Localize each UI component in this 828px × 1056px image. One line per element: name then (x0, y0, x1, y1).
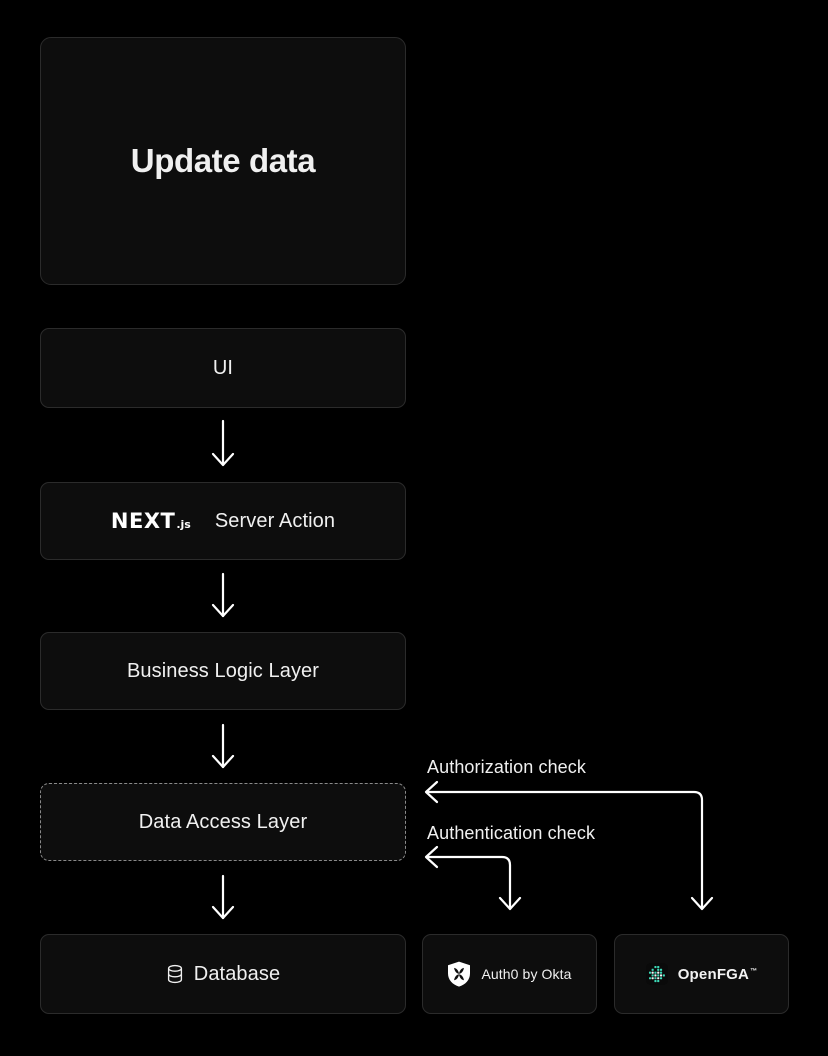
node-database: Database (40, 934, 406, 1014)
arrow-ui-to-server-action (211, 419, 235, 467)
openfga-label-wrap: OpenFGA™ (678, 966, 758, 983)
nextjs-logo: NEXT.js (110, 508, 191, 533)
node-data-access-layer: Data Access Layer (40, 783, 406, 861)
database-icon (166, 964, 184, 984)
node-openfga: OpenFGA™ (614, 934, 789, 1014)
nextjs-logo-word: NEXT (110, 508, 176, 533)
node-business-logic-layer: Business Logic Layer (40, 632, 406, 710)
auth0-shield-icon (447, 961, 471, 987)
data-access-layer-label: Data Access Layer (138, 810, 308, 833)
node-auth0: Auth0 by Okta (422, 934, 597, 1014)
arrow-data-access-to-database (211, 874, 235, 920)
business-logic-layer-label: Business Logic Layer (126, 659, 320, 682)
server-action-label: Server Action (214, 509, 336, 532)
node-server-action: NEXT.js Server Action (40, 482, 406, 560)
node-ui: UI (40, 328, 406, 408)
arrow-server-action-to-business-logic (211, 572, 235, 618)
ui-label: UI (212, 356, 234, 379)
openfga-label: OpenFGA (677, 965, 750, 983)
auth0-content: Auth0 by Okta (447, 961, 571, 987)
database-label: Database (193, 962, 281, 985)
server-action-content: NEXT.js Server Action (111, 510, 335, 533)
auth0-label: Auth0 by Okta (481, 966, 572, 982)
update-data-label: Update data (130, 142, 316, 179)
authentication-check-label: Authentication check (427, 823, 596, 843)
nextjs-logo-suffix: .js (176, 517, 191, 531)
openfga-trademark: ™ (750, 967, 758, 975)
authorization-check-label: Authorization check (427, 757, 586, 777)
database-content: Database (166, 963, 280, 986)
openfga-icon (645, 963, 668, 985)
node-update-data: Update data (40, 37, 406, 285)
arrow-business-logic-to-data-access (211, 723, 235, 769)
connector-authorization-check (424, 780, 714, 911)
openfga-content: OpenFGA™ (645, 963, 758, 985)
connector-authentication-check (424, 845, 522, 911)
